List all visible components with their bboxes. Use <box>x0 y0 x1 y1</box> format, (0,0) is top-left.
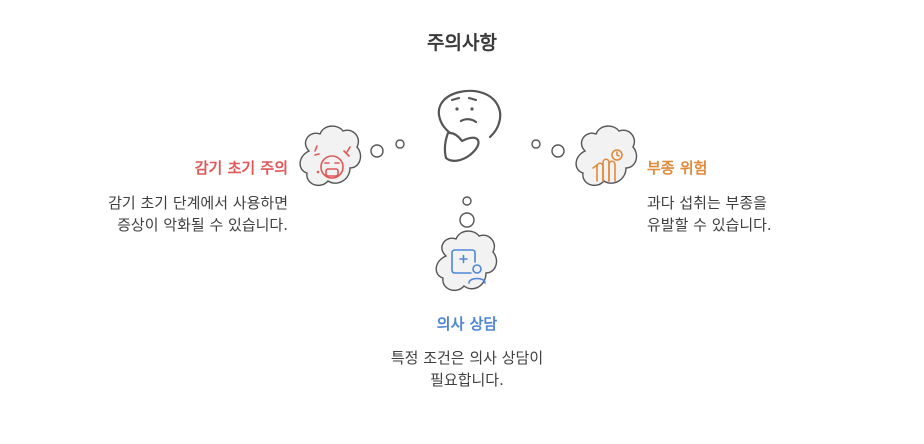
desc-left-line1: 감기 초기 단계에서 사용하면 <box>108 194 288 212</box>
label-bottom: 의사 상담 <box>436 315 498 333</box>
cloud-bottom <box>435 230 498 292</box>
page-title: 주의사항 <box>427 32 497 54</box>
label-left: 감기 초기 주의 <box>194 159 288 177</box>
doctor-consult-icon <box>451 249 486 284</box>
desc-bottom-line1: 특정 조건은 의사 상담이 <box>390 349 544 367</box>
thinking-face-icon <box>437 89 502 162</box>
label-right: 부종 위험 <box>647 159 708 177</box>
desc-right-line2: 유발할 수 있습니다. <box>647 216 772 234</box>
desc-bottom: 특정 조건은 의사 상담이 필요합니다. <box>317 347 617 391</box>
desc-left: 감기 초기 단계에서 사용하면 증상이 악화될 수 있습니다. <box>0 192 288 236</box>
desc-right-line1: 과다 섭취는 부종을 <box>647 194 767 212</box>
desc-bottom-line2: 필요합니다. <box>430 371 504 389</box>
thought-bubbles-left <box>370 139 405 158</box>
desc-right: 과다 섭취는 부종을 유발할 수 있습니다. <box>647 192 917 236</box>
swollen-fingers-icon <box>592 149 623 182</box>
desc-left-line2: 증상이 악화될 수 있습니다. <box>117 216 288 234</box>
cloud-right <box>575 125 638 187</box>
sick-face-icon <box>314 145 351 179</box>
thought-bubbles-right <box>531 139 565 158</box>
thought-bubbles-bottom <box>459 196 475 228</box>
